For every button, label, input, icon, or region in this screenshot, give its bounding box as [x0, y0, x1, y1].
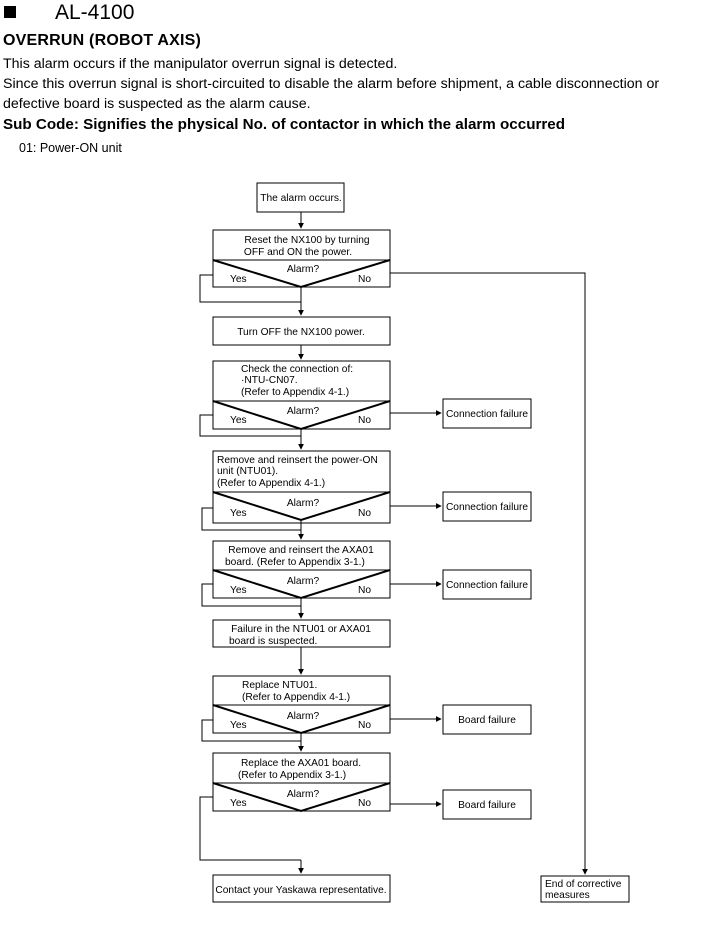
description-line-3: defective board is suspected as the alar… — [3, 96, 311, 112]
board-failure-box-1 — [442, 704, 532, 735]
decision-question: Alarm? — [287, 576, 320, 587]
replace-axa-label-2: (Refer to Appendix 3-1.) — [238, 770, 346, 781]
decision-yes: Yes — [230, 720, 247, 731]
board-failure-label: Board failure — [458, 715, 516, 726]
connection-failure-label: Connection failure — [446, 409, 528, 420]
decision-no: No — [358, 798, 371, 809]
turn-off-label: Turn OFF the NX100 power. — [237, 327, 365, 338]
connection-failure-label: Connection failure — [446, 502, 528, 513]
connection-failure-box-3 — [442, 569, 532, 600]
alarm-title: OVERRUN (ROBOT AXIS) — [3, 32, 202, 49]
sub-code-heading: Sub Code: Signifies the physical No. of … — [3, 116, 566, 133]
reinsert-axa-label-1: Remove and reinsert the AXA01 — [228, 545, 374, 556]
description-line-2: Since this overrun signal is short-circu… — [3, 76, 660, 92]
reinsert-axa-label-2: board. (Refer to Appendix 3-1.) — [225, 557, 365, 568]
sub-code-item: 01: Power-ON unit — [19, 141, 122, 155]
connection-failure-box-2 — [442, 491, 532, 522]
suspect-label-2: board is suspected. — [229, 636, 317, 647]
decision-question: Alarm? — [287, 406, 320, 417]
decision-yes: Yes — [230, 415, 247, 426]
bullet-square-icon — [4, 6, 16, 18]
end-label-2: measures — [545, 890, 590, 901]
check-label-1: Check the connection of: — [241, 364, 353, 375]
decision-question: Alarm? — [287, 711, 320, 722]
connection-failure-label: Connection failure — [446, 580, 528, 591]
connection-failure-box-1 — [442, 398, 532, 429]
decision-question: Alarm? — [287, 264, 320, 275]
contact-box — [212, 874, 391, 903]
decision-no: No — [358, 274, 371, 285]
decision-question: Alarm? — [287, 789, 320, 800]
decision-yes: Yes — [230, 798, 247, 809]
decision-question: Alarm? — [287, 498, 320, 509]
reinsert-ntu-label-2: unit (NTU01). — [217, 466, 278, 477]
check-label-2: ·NTU-CN07. — [241, 375, 298, 386]
suspect-label-1: Failure in the NTU01 or AXA01 — [231, 624, 371, 635]
reinsert-ntu-label-1: Remove and reinsert the power-ON — [217, 455, 378, 466]
alarm-code: AL-4100 — [55, 1, 135, 24]
replace-ntu-label-1: Replace NTU01. — [242, 680, 317, 691]
reset-label-2: OFF and ON the power. — [244, 247, 352, 258]
description-line-1: This alarm occurs if the manipulator ove… — [3, 56, 398, 72]
replace-ntu-label-2: (Refer to Appendix 4-1.) — [242, 692, 350, 703]
decision-no: No — [358, 508, 371, 519]
decision-yes: Yes — [230, 585, 247, 596]
end-box — [540, 875, 630, 903]
decision-yes: Yes — [230, 274, 247, 285]
decision-no: No — [358, 720, 371, 731]
contact-label: Contact your Yaskawa representative. — [215, 885, 386, 896]
replace-axa-label-1: Replace the AXA01 board. — [241, 758, 361, 769]
decision-no: No — [358, 415, 371, 426]
board-failure-label: Board failure — [458, 800, 516, 811]
check-label-3: (Refer to Appendix 4-1.) — [241, 387, 349, 398]
board-failure-box-2 — [442, 789, 532, 820]
start-label: The alarm occurs. — [260, 193, 342, 204]
decision-no: No — [358, 585, 371, 596]
decision-yes: Yes — [230, 508, 247, 519]
reset-label-1: Reset the NX100 by turning — [244, 235, 369, 246]
reinsert-ntu-label-3: (Refer to Appendix 4-1.) — [217, 478, 325, 489]
end-label-1: End of corrective — [545, 879, 622, 890]
